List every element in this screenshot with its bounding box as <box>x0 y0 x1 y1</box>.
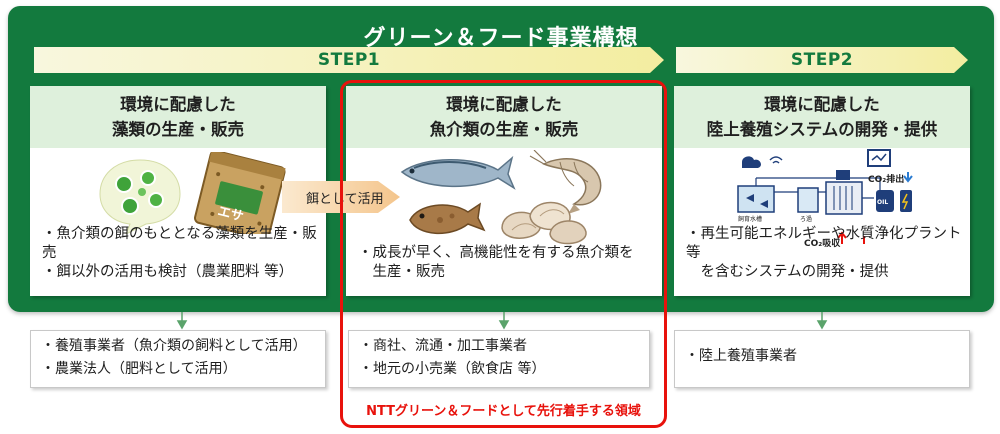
co2-emission-arrow-icon <box>903 172 913 183</box>
feed-bag-icon <box>193 152 286 234</box>
aquaculture-card-title: 環境に配慮した 陸上養殖システムの開発・提供 <box>674 86 970 148</box>
co2-absorption-label: CO₂吸収 <box>804 239 841 249</box>
step2-arrow: STEP2 <box>676 47 968 73</box>
clams-icon <box>501 201 587 245</box>
plant-icon <box>825 170 863 215</box>
battery-icon <box>900 190 912 212</box>
step1-arrow: STEP1 <box>34 47 664 73</box>
seafood-card-bullets: ・成長が早く、高機能性を有する魚介類を 生産・販売 <box>358 245 634 280</box>
shrimp-icon <box>529 150 602 214</box>
wifi-icon <box>769 156 783 164</box>
algae-illustration <box>99 152 286 234</box>
monitor-icon <box>867 149 891 167</box>
down-arrow-icon <box>498 312 510 330</box>
down-arrow-icon <box>816 312 828 330</box>
oil-barrel-icon <box>876 190 894 212</box>
filter-tank-icon <box>797 187 819 213</box>
co2-emission-label: CO₂排出 <box>868 175 905 185</box>
aquaculture-customers-box: ・陸上養殖事業者 <box>674 330 970 388</box>
fish-tank-label: 飼育水槽 <box>738 216 763 223</box>
algae-customers-box: ・養殖事業者（魚介類の飼料として活用） ・農業法人（肥料として活用） <box>30 330 326 388</box>
priority-area-caption: NTTグリーン＆フードとして先行着手する領域 <box>366 404 641 419</box>
algae-card: 環境に配慮した 藻類の生産・販売 エサ ・魚介類の餌のもととなる藻類を生産・販売… <box>30 86 326 296</box>
page-title: グリーン＆フード事業構想 <box>363 26 639 51</box>
algae-card-title: 環境に配慮した 藻類の生産・販売 <box>30 86 326 148</box>
aquaculture-card-bullets: ・再生可能エネルギーや水質浄化プラント等 を含むシステムの開発・提供 <box>686 226 962 280</box>
seafood-customers-box: ・商社、流通・加工事業者 ・地元の小売業（飲食店 等） <box>348 330 650 388</box>
cloud-icon <box>742 156 761 168</box>
down-arrow-icon <box>176 312 188 330</box>
filter-label: ろ過 <box>800 216 813 223</box>
flatfish-icon <box>409 202 486 235</box>
oil-label: OIL <box>877 199 889 206</box>
aquaculture-card: 環境に配慮した 陸上養殖システムの開発・提供 CO₂排出 CO₂吸収 飼育水槽 … <box>674 86 970 296</box>
algae-card-bullets: ・魚介類の餌のもととなる藻類を生産・販売 ・餌以外の活用も検討（農業肥料 等） <box>42 226 317 280</box>
co2-absorption-arrow-icon <box>837 231 865 244</box>
seafood-illustration <box>400 150 602 245</box>
speech-bubble-icon <box>99 159 181 234</box>
fish-tank-icon <box>737 185 775 213</box>
mackerel-icon <box>400 155 516 190</box>
feed-usage-arrow: 餌として活用 <box>282 181 400 213</box>
seafood-card: 環境に配慮した 魚介類の生産・販売 ・成長が早く、高機能性を有する魚介類を <box>346 86 662 296</box>
seafood-card-title: 環境に配慮した 魚介類の生産・販売 <box>346 86 662 148</box>
pipe-lines <box>755 177 881 199</box>
aquaculture-system-illustration <box>737 149 913 244</box>
